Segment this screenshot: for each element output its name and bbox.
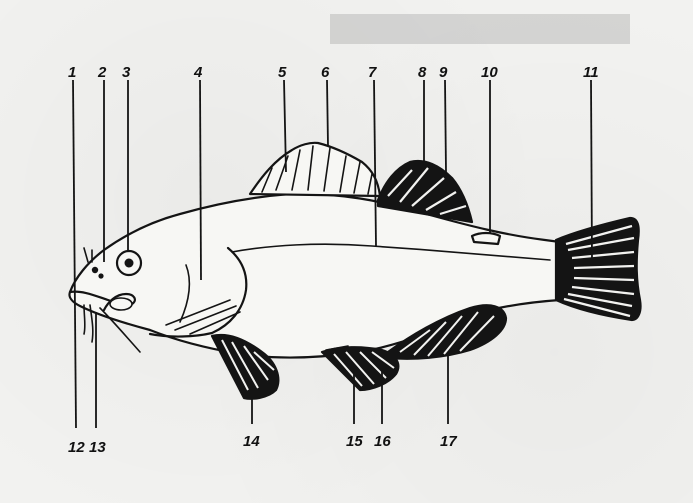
- pupil: [125, 259, 134, 268]
- labels-top: 1 2 3 4 5 6 7 8 9 10 11: [68, 64, 599, 81]
- label-5: 5: [278, 64, 287, 81]
- spiny-dorsal-fin: [250, 143, 380, 196]
- label-9: 9: [439, 64, 448, 81]
- nostril-1: [92, 267, 98, 273]
- label-2: 2: [97, 64, 107, 81]
- label-1: 1: [68, 64, 76, 81]
- caudal-fin: [556, 218, 641, 320]
- label-10: 10: [481, 64, 498, 81]
- label-16: 16: [374, 433, 391, 450]
- label-13: 13: [89, 439, 106, 456]
- pelvic-fin: [322, 346, 398, 390]
- adipose-fin: [472, 233, 500, 244]
- bleed-through-text: [330, 14, 630, 44]
- label-15: 15: [346, 433, 363, 450]
- label-3: 3: [122, 64, 131, 81]
- label-12: 12: [68, 439, 85, 456]
- label-17: 17: [440, 433, 457, 450]
- label-14: 14: [243, 433, 260, 450]
- label-4: 4: [193, 64, 203, 81]
- labels-bottom: 12 13 14 15 16 17: [68, 433, 457, 456]
- nostril-2: [98, 273, 103, 278]
- label-11: 11: [583, 64, 599, 81]
- label-6: 6: [321, 64, 330, 81]
- label-7: 7: [368, 64, 377, 81]
- mouth-opening: [110, 298, 132, 310]
- barbel-short: [84, 305, 85, 334]
- label-8: 8: [418, 64, 427, 81]
